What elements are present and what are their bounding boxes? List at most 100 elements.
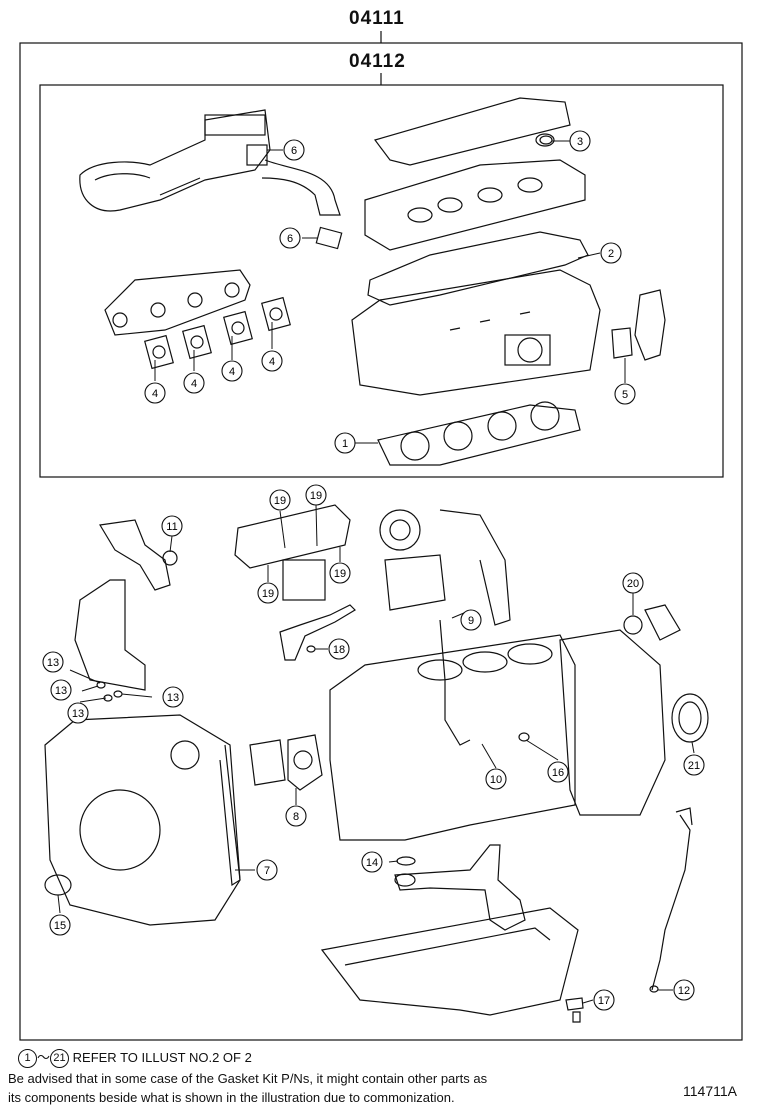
callout-label-13: 13 [167,692,179,704]
oring-12-drawing [649,985,659,993]
callout-circle-4 [221,360,243,382]
advisory-line-1: Be advised that in some case of the Gask… [8,1071,488,1086]
oring-13a-drawing [96,681,106,689]
timing-cover-drawing [44,714,241,926]
egr-valve-drawing [611,289,666,361]
outer-kit-frame [19,42,743,1041]
turbocharger-drawing [379,509,511,626]
callout-circle-4 [261,350,283,372]
callout-circle-13 [67,702,89,724]
inner-kit-frame [39,84,724,478]
callout-circle-2 [600,242,622,264]
callout-circle-11 [161,515,183,537]
callout-label-15: 15 [54,920,66,932]
drain-plug-drawing [565,997,584,1023]
oil-dipstick-drawing [651,814,691,991]
callout-label-13: 13 [47,657,59,669]
head-gasket-drawing [377,401,581,466]
callout-label-13: 13 [55,685,67,697]
callout-label-3: 3 [577,136,583,148]
callout-label-7: 7 [264,865,270,877]
callout-label-20: 20 [627,578,639,590]
callout-label-16: 16 [552,767,564,779]
oil-pipe-drawing [279,604,356,661]
callout-label-19: 19 [262,588,274,600]
advisory-line-2: its components beside what is shown in t… [8,1090,455,1105]
callout-label-6: 6 [291,145,297,157]
callout-label-11: 11 [166,521,177,533]
callout-label-12: 12 [678,985,690,997]
callout-circle-5 [614,383,636,405]
callout-circle-12 [673,979,695,1001]
callout-circle-6 [283,139,305,161]
callout-label-14: 14 [366,857,378,869]
callout-label-21: 21 [688,760,700,772]
callout-circle-13 [162,686,184,708]
callout-circle-3 [569,130,591,152]
callout-label-4: 4 [191,378,197,390]
oil-pan-drawing [320,907,579,1016]
flange-gasket-upper-drawing [246,144,268,166]
callout-label-9: 9 [468,615,474,627]
range-end-badge: 21 [50,1049,70,1069]
callout-circle-6 [279,227,301,249]
callout-circle-19 [305,484,327,506]
gasket-14-drawing [396,856,416,866]
callout-label-10: 10 [490,774,502,786]
callout-label-18: 18 [333,644,345,656]
range-separator: ～ [37,1050,51,1065]
callout-circle-9 [460,609,482,631]
flange-gasket-lower-drawing [315,226,343,250]
valve-cover-drawing [364,97,586,251]
callout-label-6: 6 [287,233,293,245]
water-outlet-drawing [99,519,171,591]
callout-circle-7 [256,859,278,881]
water-pump-drawing [249,734,323,791]
oring-13b-drawing [113,690,123,698]
rear-cover-drawing [644,604,681,641]
oring-18-drawing [306,645,316,653]
callout-label-19: 19 [310,490,322,502]
manifold-gaskets-drawing [144,296,291,370]
callout-circle-20 [622,572,644,594]
callout-circle-16 [547,761,569,783]
callout-circle-8 [285,805,307,827]
front-housing-drawing [74,579,146,691]
oil-cooler-drawing [234,504,351,601]
callout-circle-10 [485,768,507,790]
callout-circle-18 [328,638,350,660]
callout-label-13: 13 [72,708,84,720]
gasket-16-drawing [518,732,530,742]
callout-circle-13 [50,679,72,701]
head-cover-gasket-drawing [367,231,589,306]
callout-label-5: 5 [622,389,628,401]
callout-circle-21 [683,754,705,776]
water-outlet-gasket-drawing [162,550,178,566]
callout-circle-19 [329,562,351,584]
callout-label-2: 2 [608,248,614,260]
dipstick-guide-drawing [439,619,471,746]
callout-circle-17 [593,989,615,1011]
callout-circle-13 [42,651,64,673]
callout-label-1: 1 [342,438,348,450]
callout-label-8: 8 [293,811,299,823]
callout-circle-15 [49,914,71,936]
callout-leaders [57,140,695,1004]
callout-label-4: 4 [152,388,158,400]
flywheel-housing-drawing [559,629,666,816]
inner-kit-number: 04112 [349,51,406,72]
range-note-text: REFER TO ILLUST NO.2 OF 2 [72,1050,252,1065]
callout-label-19: 19 [334,568,346,580]
gasket-3-drawing [539,135,553,145]
exhaust-manifold-drawing [104,269,251,336]
outer-kit-number: 04111 [349,8,405,29]
rear-cover-oring-drawing [623,615,643,635]
callout-circle-14 [361,851,383,873]
callout-circle-4 [144,382,166,404]
callout-label-19: 19 [274,495,286,507]
cylinder-block-drawing [329,634,576,841]
callout-label-17: 17 [598,995,610,1007]
callout-circle-1 [334,432,356,454]
figure-id: 114711A [683,1083,737,1099]
